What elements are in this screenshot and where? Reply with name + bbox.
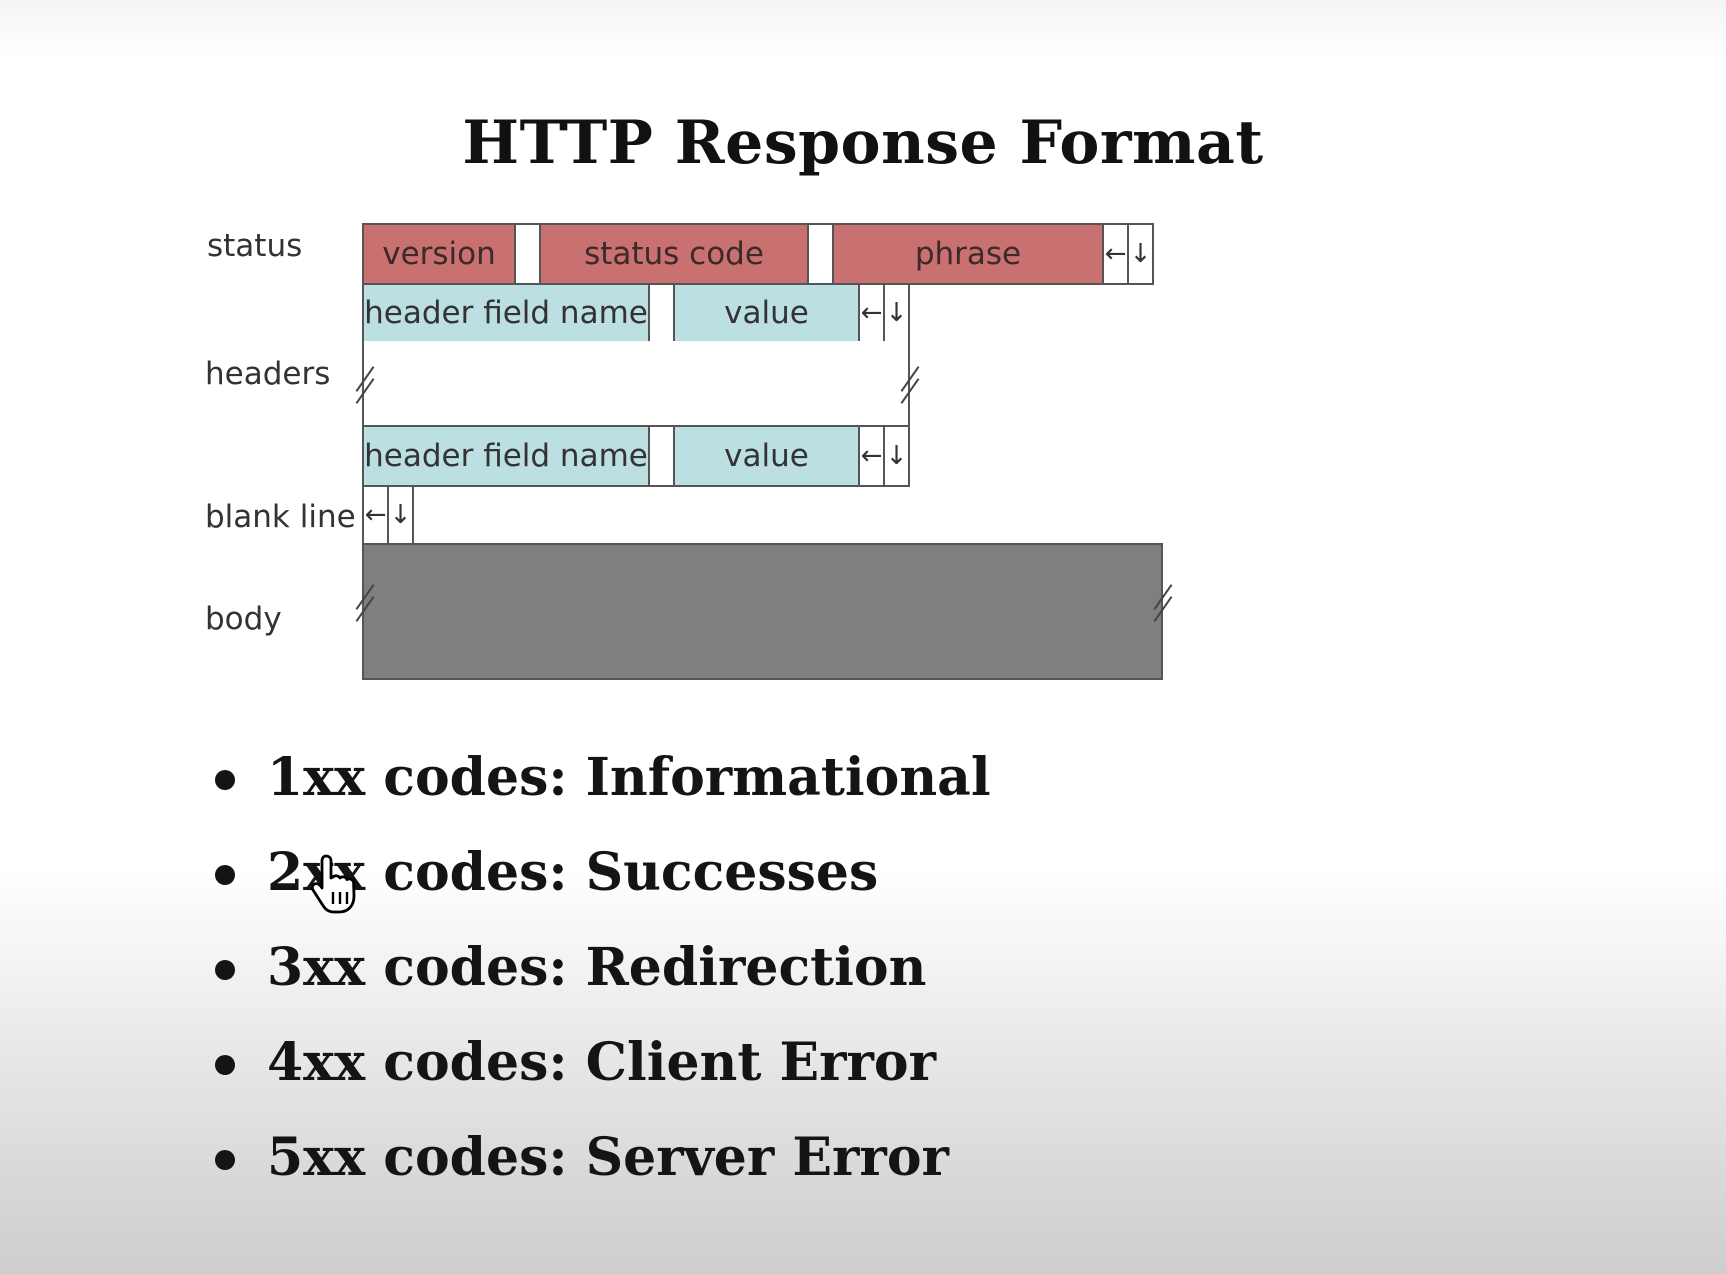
bullet-icon — [215, 864, 235, 885]
header-space — [648, 283, 675, 343]
hand-pointer-icon — [310, 854, 356, 914]
bullet-icon — [215, 1149, 235, 1170]
row-label-body: body — [205, 601, 282, 637]
list-item: 3xx codes: Redirection — [215, 920, 991, 1015]
headers-elided-area — [362, 341, 910, 427]
status-code-meaning: Server Error — [585, 1127, 949, 1188]
header-space — [648, 425, 675, 487]
lf-icon: ↓ — [883, 425, 910, 487]
lf-icon: ↓ — [883, 283, 910, 343]
body-block — [362, 543, 1163, 680]
status-code-class: 3xx codes: — [267, 937, 568, 998]
status-code-meaning: Informational — [585, 747, 991, 808]
status-space-2 — [807, 223, 834, 285]
status-code-meaning: Redirection — [585, 937, 927, 998]
status-code-meaning: Successes — [585, 842, 879, 903]
cr-icon: ← — [858, 283, 885, 343]
status-phrase-field: phrase — [832, 223, 1104, 285]
row-label-blank-line: blank line — [205, 499, 356, 535]
cr-icon: ← — [1102, 223, 1129, 285]
lf-icon: ↓ — [387, 485, 414, 545]
status-code-list: 1xx codes: Informational 2xx codes:Succes… — [215, 730, 991, 1205]
row-label-status: status — [207, 228, 303, 264]
list-item: 4xx codes: Client Error — [215, 1015, 991, 1110]
cr-icon: ← — [362, 485, 389, 545]
status-code-class: 4xx codes: — [267, 1032, 568, 1093]
status-code-meaning: Client Error — [585, 1032, 936, 1093]
header-field-name: header field name — [362, 283, 650, 343]
status-space-1 — [514, 223, 541, 285]
row-label-headers: headers — [205, 356, 331, 392]
list-item: 1xx codes: Informational — [215, 730, 991, 825]
header-value: value — [673, 425, 860, 487]
lf-icon: ↓ — [1127, 223, 1154, 285]
header-value: value — [673, 283, 860, 343]
page-title: HTTP Response Format — [462, 108, 1264, 178]
header-field-name: header field name — [362, 425, 650, 487]
list-item: 5xx codes: Server Error — [215, 1110, 991, 1205]
status-code-class: 1xx codes: — [267, 747, 568, 808]
bullet-icon — [215, 769, 235, 790]
list-item: 2xx codes:Successes — [215, 825, 991, 920]
bullet-icon — [215, 959, 235, 980]
status-code-field: status code — [539, 223, 809, 285]
cr-icon: ← — [858, 425, 885, 487]
bullet-icon — [215, 1054, 235, 1075]
status-version-field: version — [362, 223, 516, 285]
status-code-class: 5xx codes: — [267, 1127, 568, 1188]
